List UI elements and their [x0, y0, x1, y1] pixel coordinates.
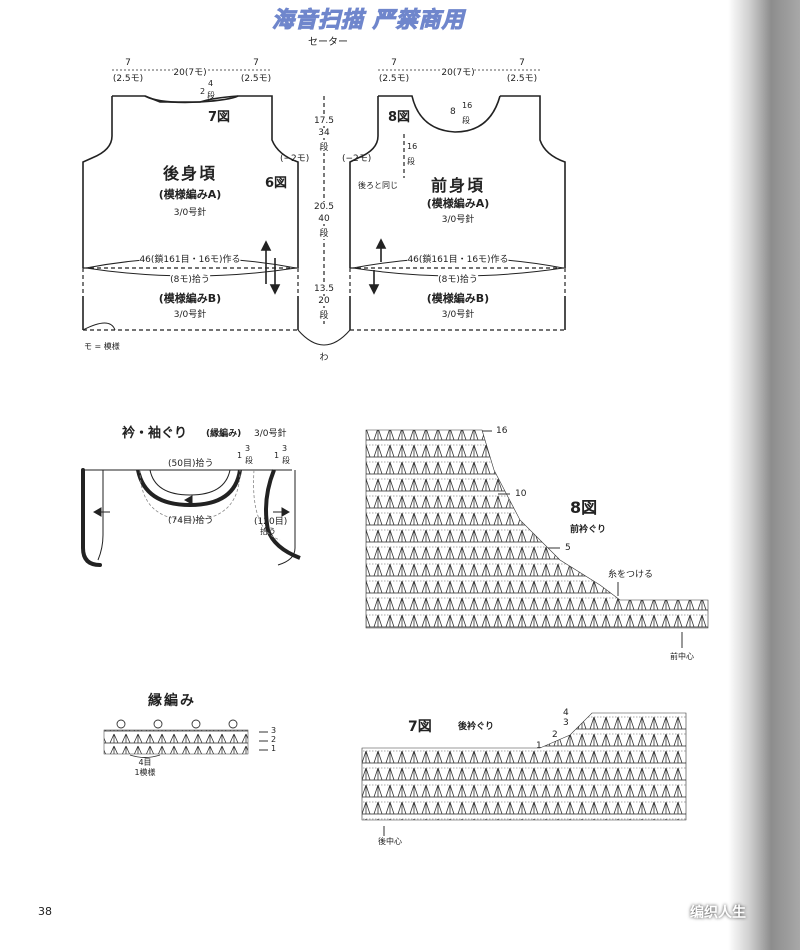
book-binding [728, 0, 800, 950]
neck-sleeve-title-sub: (縁編み) [206, 429, 242, 439]
back-chain: 46(鎖161目・16モ)作る [139, 252, 241, 265]
fig8-row-16: 16 [496, 426, 508, 436]
front-fig-label: 8図 [388, 110, 411, 125]
center-h1-dan: 段 [319, 140, 329, 153]
front-chain: 46(鎖161目・16モ)作る [407, 252, 509, 265]
neck-sleeve-needle: 3/0号針 [254, 429, 287, 439]
center-h2: 20.5 [313, 202, 335, 212]
fig7-chart [361, 712, 687, 821]
front-neck-curve [378, 95, 501, 133]
fig8-chart [365, 429, 709, 629]
back-dim-left: 7 [125, 58, 131, 68]
back-dim-right: 7 [253, 58, 259, 68]
sleeve-c3: 3 [282, 444, 288, 453]
front-neck-16: 16 [462, 101, 473, 110]
fig7-row-3: 3 [563, 718, 569, 728]
fig7-row-4: 4 [563, 708, 569, 718]
back-dim-center: 20(7モ) [173, 65, 207, 78]
center-h1: 17.5 [313, 116, 335, 126]
fig8-attach: 糸をつける [608, 570, 654, 580]
front-needle-b: 3/0号針 [441, 310, 475, 320]
front-pattern-b: (模様編みB) [426, 292, 490, 305]
edging-stitches: 4目 [138, 758, 152, 767]
fig7-row-2: 2 [552, 730, 558, 740]
fig7-row-1: 1 [536, 741, 542, 751]
back-needle: 3/0号針 [173, 208, 207, 218]
center-h3-rows: 20 [318, 296, 330, 306]
edging-row-3: 3 [271, 726, 277, 735]
front-neck-dan: 段 [462, 116, 470, 125]
back-neck-curve [144, 95, 239, 104]
center-h2-rows: 40 [318, 214, 330, 224]
back-needle-b: 3/0号針 [173, 310, 207, 320]
sleeve-c1: 1 [274, 451, 280, 460]
fig8-sub: 前衿ぐり [570, 525, 607, 535]
sleeve-dan: 段 [282, 456, 290, 465]
center-h1-rows: 34 [318, 128, 330, 138]
back-neck-2: 2 [200, 87, 206, 96]
fig8-center: 前中心 [670, 652, 694, 661]
front-needle: 3/0号針 [441, 215, 475, 225]
fig8-title: 8図 [570, 498, 598, 517]
neck-pick-74: (74目)拾う [168, 516, 214, 526]
center-h3: 13.5 [313, 284, 335, 294]
center-wa: わ [319, 353, 329, 363]
back-dim-left-mo: (2.5モ) [112, 74, 144, 84]
back-dim-right-mo: (2.5モ) [240, 74, 272, 84]
edging-repeat: 1模様 [134, 768, 156, 777]
back-neck-dan: 段 [207, 91, 215, 100]
neck-dan: 段 [245, 456, 253, 465]
front-arm-dan: 段 [407, 157, 415, 166]
front-decrease: (−2モ) [342, 154, 372, 164]
front-dim-center: 20(7モ) [441, 65, 475, 78]
edging-title: 縁編み [148, 693, 196, 709]
brand-watermark: 编织人生 [690, 905, 746, 921]
center-h2-dan: 段 [319, 226, 329, 239]
back-pickup: (8モ)拾う [170, 272, 210, 285]
back-pattern-a: (模様編みA) [158, 188, 222, 201]
back-neck-4: 4 [208, 79, 214, 88]
back-side-fig: 6図 [265, 176, 288, 191]
page-number: 38 [38, 905, 52, 918]
neck-pick-50: (50目)拾う [168, 459, 214, 469]
front-dim-left: 7 [391, 58, 397, 68]
center-h3-dan: 段 [319, 308, 329, 321]
front-dim-right: 7 [519, 58, 525, 68]
sleeve-pick-120: (120目) [254, 517, 288, 527]
legend: モ = 模様 [84, 342, 120, 351]
fig7-sub: 後衿ぐり [458, 722, 495, 732]
subtitle: セーター [308, 37, 348, 48]
edging-row-1: 1 [271, 744, 277, 753]
front-neck-8: 8 [450, 107, 456, 117]
fig8-row-5: 5 [565, 543, 571, 553]
front-dim-left-mo: (2.5モ) [378, 74, 410, 84]
back-decrease: (−2モ) [280, 154, 310, 164]
front-body-outline [349, 95, 566, 330]
front-title: 前身頃 [430, 176, 486, 195]
front-dim-right-mo: (2.5モ) [506, 74, 538, 84]
front-same-as-back: 後ろと同じ [358, 181, 398, 190]
back-fig-label: 7図 [208, 110, 231, 125]
fig7-center: 後中心 [378, 837, 402, 846]
fig8-row-10: 10 [515, 489, 527, 499]
edging-chart [103, 729, 249, 755]
back-body-outline [82, 95, 299, 330]
neck-c1: 1 [237, 451, 243, 460]
front-pattern-a: (模様編みA) [426, 197, 490, 210]
back-title: 後身頃 [162, 164, 218, 183]
front-pickup: (8モ)拾う [438, 272, 478, 285]
sleeve-pick-120b: 拾う [260, 527, 276, 536]
back-pattern-b: (模様編みB) [158, 292, 222, 305]
front-arm-16: 16 [407, 142, 418, 151]
edging-row-2: 2 [271, 735, 277, 744]
neck-c3: 3 [245, 444, 251, 453]
neck-sleeve-title: 衿・袖ぐり [122, 426, 188, 441]
watermark: 海音扫描 严禁商用 [272, 8, 465, 34]
fig7-title: 7図 [408, 719, 432, 735]
